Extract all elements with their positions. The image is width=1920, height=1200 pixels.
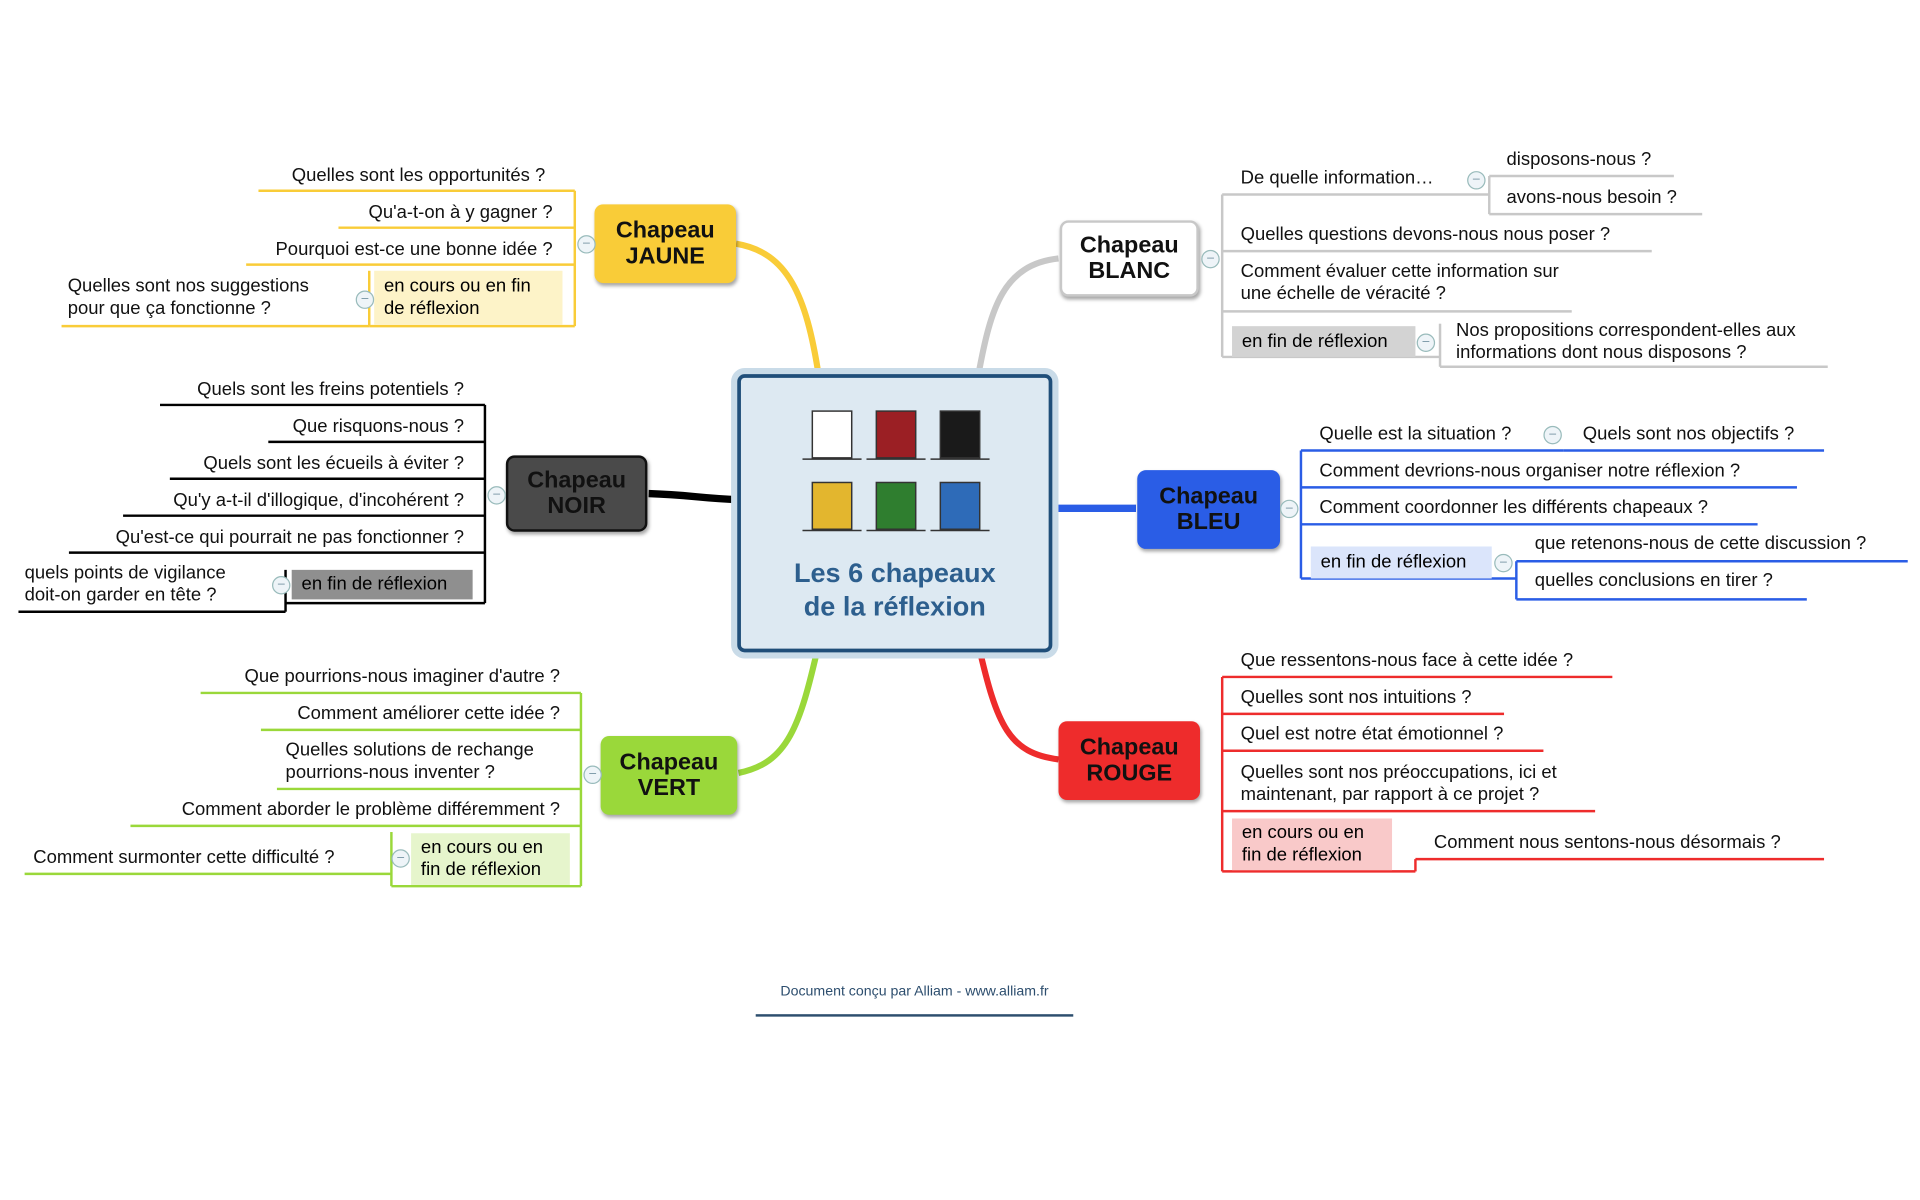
blanc-tag-text: en fin de réflexion xyxy=(1241,330,1388,352)
vert-tag-text: en cours ou en fin de réflexion xyxy=(420,836,544,881)
jaune-tag-text: en cours ou en fin de réflexion xyxy=(384,275,531,319)
hat-bleu[interactable]: Chapeau BLEU xyxy=(1137,470,1281,549)
bleu-item: Comment devrions-nous organiser notre ré… xyxy=(1319,460,1741,482)
noir-item: Quels sont les écueils à éviter ? xyxy=(203,452,465,474)
rouge-tag[interactable]: en cours ou en fin de réflexion xyxy=(1232,818,1393,871)
collapse-toggle-icon[interactable]: – xyxy=(1543,425,1562,445)
hat-vert-label1: Chapeau xyxy=(619,749,719,776)
noir-item: Qu'y a-t-il d'illogique, d'incohérent ? xyxy=(173,489,465,511)
collapse-toggle-icon[interactable]: – xyxy=(1467,171,1486,190)
hat-blanc-label2: BLANC xyxy=(1088,258,1171,285)
collapse-toggle-icon[interactable]: – xyxy=(1280,499,1299,519)
blanc-tag-item: Nos propositions correspondent-elles aux… xyxy=(1456,320,1796,364)
collapse-toggle-icon[interactable]: – xyxy=(1201,249,1220,269)
hat-vert[interactable]: Chapeau VERT xyxy=(600,736,738,815)
bleu-tag-text: en fin de réflexion xyxy=(1320,551,1467,573)
hat-rouge[interactable]: Chapeau ROUGE xyxy=(1058,721,1201,801)
branch-jaune xyxy=(735,240,822,375)
vert-item: Comment améliorer cette idée ? xyxy=(297,702,561,724)
noir-tag[interactable]: en fin de réflexion xyxy=(291,569,473,600)
collapse-toggle-icon[interactable]: – xyxy=(272,576,291,595)
hat-bleu-label2: BLEU xyxy=(1176,509,1241,536)
collapse-toggle-icon[interactable]: – xyxy=(487,486,506,505)
noir-item: Que risquons-nous ? xyxy=(292,416,465,437)
vert-item: Quelles solutions de rechange pourrions-… xyxy=(285,739,534,783)
jaune-item: Pourquoi est-ce une bonne idée ? xyxy=(275,238,553,260)
rouge-tag-text: en cours ou en fin de réflexion xyxy=(1241,822,1365,866)
footer-credit[interactable]: Document conçu par Alliam - www.alliam.f… xyxy=(780,984,1049,1000)
blanc-item: Comment évaluer cette information sur un… xyxy=(1240,260,1559,305)
collapse-toggle-icon[interactable]: – xyxy=(583,765,602,785)
rouge-item: Quelles sont nos préoccupations, ici et … xyxy=(1240,761,1557,805)
hat-noir[interactable]: Chapeau NOIR xyxy=(505,455,648,532)
hat-noir-label2: NOIR xyxy=(547,493,606,520)
bleu-group: Quelle est la situation ? xyxy=(1319,423,1512,445)
hat-blanc[interactable]: Chapeau BLANC xyxy=(1059,220,1199,297)
noir-tag-item: quels points de vigilance doit-on garder… xyxy=(24,562,226,606)
collapse-toggle-icon[interactable]: – xyxy=(577,235,596,254)
noir-item: Quels sont les freins potentiels ? xyxy=(197,379,465,401)
footer-underline xyxy=(755,1014,1074,1017)
hat-noir-label1: Chapeau xyxy=(527,467,627,494)
jaune-tag-item: Quelles sont nos suggestions pour que ça… xyxy=(67,275,309,319)
central-title-line2: de la réflexion xyxy=(803,590,986,622)
branch-noir xyxy=(648,489,739,504)
collapse-toggle-icon[interactable]: – xyxy=(391,849,410,868)
hat-jaune[interactable]: Chapeau JAUNE xyxy=(594,204,737,284)
vert-tag-item: Comment surmonter cette difficulté ? xyxy=(33,846,335,868)
hat-jaune-label1: Chapeau xyxy=(615,217,715,244)
jaune-tag[interactable]: en cours ou en fin de réflexion xyxy=(374,270,563,325)
bleu-item: Comment coordonner les différents chapea… xyxy=(1319,497,1709,519)
collapse-toggle-icon[interactable]: – xyxy=(1416,333,1436,353)
six-hats-illustration xyxy=(802,410,990,532)
blanc-group: De quelle information… xyxy=(1240,167,1434,189)
central-title-line1: Les 6 chapeaux xyxy=(793,557,996,589)
jaune-item: Qu'a-t-on à y gagner ? xyxy=(368,201,553,223)
jaune-item: Quelles sont les opportunités ? xyxy=(291,164,546,186)
hat-jaune-label2: JAUNE xyxy=(625,243,705,270)
branch-vert xyxy=(737,644,822,776)
blanc-group-item: avons-nous besoin ? xyxy=(1506,187,1677,209)
central-title: Les 6 chapeaux de la réflexion xyxy=(741,556,1049,622)
vert-item: Que pourrions-nous imaginer d'autre ? xyxy=(244,665,561,687)
noir-item: Qu'est-ce qui pourrait ne pas fonctionne… xyxy=(115,526,465,548)
branch-blanc xyxy=(975,255,1059,375)
blanc-group-item: disposons-nous ? xyxy=(1506,148,1652,170)
hat-rouge-label1: Chapeau xyxy=(1079,734,1179,761)
bleu-tag[interactable]: en fin de réflexion xyxy=(1310,546,1492,579)
central-topic[interactable]: Les 6 chapeaux de la réflexion xyxy=(737,374,1053,653)
collapse-toggle-icon[interactable]: – xyxy=(355,290,375,309)
vert-item: Comment aborder le problème différemment… xyxy=(181,798,561,820)
bleu-group-item: Quels sont nos objectifs ? xyxy=(1582,423,1795,445)
hat-blanc-label1: Chapeau xyxy=(1079,232,1179,259)
rouge-item: Quelles sont nos intuitions ? xyxy=(1240,686,1472,708)
bleu-tag-item: quelles conclusions en tirer ? xyxy=(1534,569,1773,591)
hat-bleu-label1: Chapeau xyxy=(1159,483,1259,510)
collapse-toggle-icon[interactable]: – xyxy=(1494,553,1513,573)
blanc-tag[interactable]: en fin de réflexion xyxy=(1232,326,1416,357)
branch-rouge xyxy=(975,644,1059,763)
bleu-tag-item: que retenons-nous de cette discussion ? xyxy=(1534,532,1867,554)
noir-tag-text: en fin de réflexion xyxy=(301,573,448,595)
hat-vert-label2: VERT xyxy=(637,775,701,802)
rouge-tag-item: Comment nous sentons-nous désormais ? xyxy=(1433,832,1781,853)
blanc-item: Quelles questions devons-nous nous poser… xyxy=(1240,224,1611,245)
vert-tag[interactable]: en cours ou en fin de réflexion xyxy=(411,833,570,885)
hat-rouge-label2: ROUGE xyxy=(1086,760,1173,787)
rouge-item: Quel est notre état émotionnel ? xyxy=(1240,723,1504,745)
rouge-item: Que ressentons-nous face à cette idée ? xyxy=(1240,649,1574,671)
